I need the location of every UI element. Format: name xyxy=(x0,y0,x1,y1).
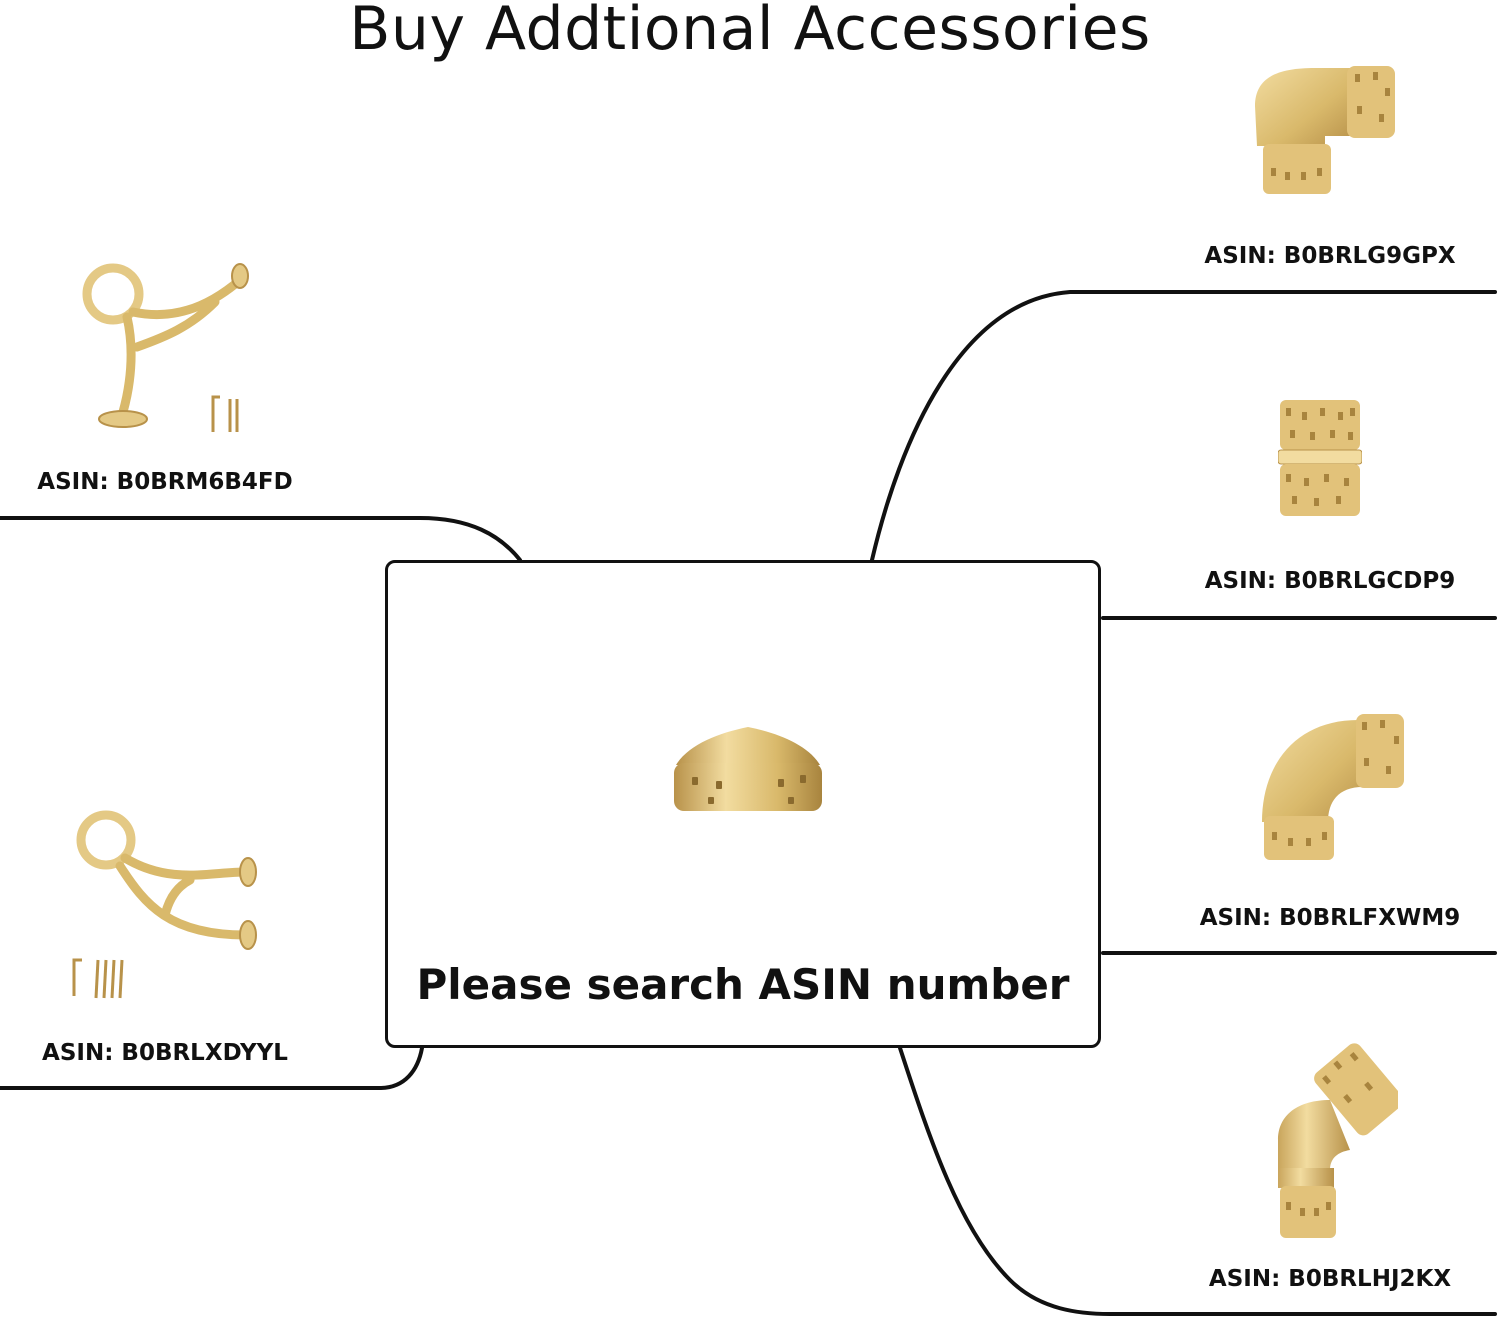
center-label: Please search ASIN number xyxy=(416,960,1070,1009)
splice-connector-icon xyxy=(1278,400,1362,516)
asin-label-left-bottom: ASIN: B0BRLXDYYL xyxy=(42,1040,288,1066)
page-title: Buy Addtional Accessories xyxy=(349,0,1151,64)
connector-left-bottom xyxy=(0,1046,424,1090)
search-prompt-box: Please search ASIN number xyxy=(385,560,1101,1048)
bar-bracket-icon xyxy=(72,810,257,999)
connector-left-top xyxy=(0,516,522,562)
asin-label-left-top: ASIN: B0BRM6B4FD xyxy=(37,469,293,495)
asin-label-right-3: ASIN: B0BRLFXWM9 xyxy=(1199,905,1461,931)
angle-elbow-icon xyxy=(1278,1043,1398,1238)
asin-label-right-1: ASIN: B0BRLG9GPX xyxy=(1204,243,1456,269)
asin-label-right-4: ASIN: B0BRLHJ2KX xyxy=(1208,1266,1452,1292)
wall-bracket-icon xyxy=(82,263,249,432)
asin-label-right-2: ASIN: B0BRLGCDP9 xyxy=(1204,568,1456,594)
connector-right-1 xyxy=(870,290,1497,562)
flush-elbow-icon xyxy=(1255,66,1395,194)
radius-elbow-icon xyxy=(1262,714,1404,860)
end-cap-icon xyxy=(674,727,822,811)
connector-right-4 xyxy=(898,1046,1497,1316)
